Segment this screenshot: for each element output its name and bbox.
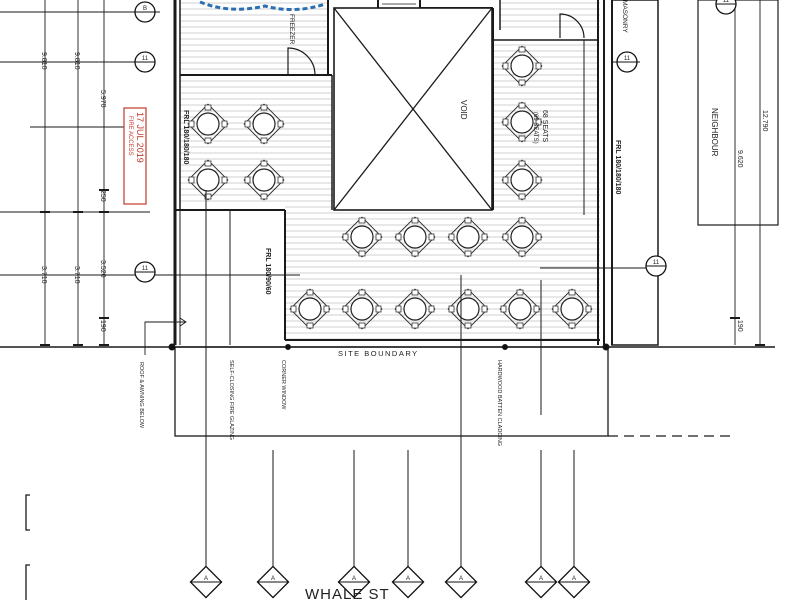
grid-marker xyxy=(645,255,667,277)
neighbour-label: NEIGHBOUR xyxy=(710,108,719,157)
frl-label-3: FRL 180/90/60 xyxy=(264,248,271,295)
grid-marker xyxy=(134,51,156,73)
dim-left-outer-2: 3.710 xyxy=(40,266,47,284)
pool-outline xyxy=(199,0,326,11)
grid-marker-label: A xyxy=(539,576,543,582)
dim-left-inner-2: 250 xyxy=(99,190,106,202)
hardwood-label: HARDWOOD BATTEN CLADDING xyxy=(496,360,502,446)
doors xyxy=(287,13,585,76)
grid-marker-label: A xyxy=(572,576,576,582)
leader-arrow xyxy=(144,321,185,355)
dim-left-inner-1: 5.970 xyxy=(99,90,106,108)
seats-label: 68 SEATS xyxy=(541,110,548,142)
grid-marker xyxy=(557,565,591,599)
dim-left-inner-4: 190 xyxy=(99,320,106,332)
grid-marker xyxy=(134,261,156,283)
glazing-label: SELF-CLOSING FIRE GLAZING xyxy=(228,360,234,440)
dim-right-inner-1: 9.620 xyxy=(736,150,743,168)
grid-marker xyxy=(256,565,290,599)
stamp-sub: FIRE ACCESS xyxy=(127,116,133,156)
dim-left-mid-1: 9.810 xyxy=(73,52,80,70)
grid-marker xyxy=(391,565,425,599)
street-label: WHALE ST xyxy=(305,586,390,600)
grid-marker-label: A xyxy=(406,576,410,582)
freezer-label: FREEZER xyxy=(288,14,295,45)
void xyxy=(333,7,493,211)
grid-marker-label: 11 xyxy=(723,0,730,4)
seats-sub-label: (69 SEATS) xyxy=(532,112,538,144)
grid-marker-label: A xyxy=(352,576,356,582)
dim-right-outer: 12.790 xyxy=(761,110,768,132)
dimension-lines xyxy=(0,0,765,346)
grid-marker-label: A xyxy=(204,576,208,582)
masonry-label: MASONRY xyxy=(621,0,628,33)
grid-marker xyxy=(524,565,558,599)
dim-left-outer-1: 9.810 xyxy=(40,52,47,70)
roof-awning-label: ROOF & AWNING BELOW xyxy=(138,362,144,429)
site-boundary xyxy=(0,343,775,437)
grid-marker-label: 11 xyxy=(653,260,660,266)
grid-marker xyxy=(444,565,478,599)
scale-bar xyxy=(25,494,30,600)
walls xyxy=(173,0,779,346)
dim-left-mid-2: 3.710 xyxy=(73,266,80,284)
stamp-date: 17 JUL 2019 xyxy=(135,112,145,163)
dim-left-inner-3: 3.520 xyxy=(99,260,106,278)
grid-marker-label: B xyxy=(143,6,147,12)
site-boundary-label: SITE BOUNDARY xyxy=(338,349,419,358)
frl-label-2: FRL 180/180/180 xyxy=(614,140,621,194)
date-stamp: 17 JUL 2019 FIRE ACCESS xyxy=(123,107,147,205)
frl-label-1: FRL 180/180/180 xyxy=(182,110,189,164)
grid-marker-label: 11 xyxy=(624,56,631,62)
grid-marker xyxy=(616,51,638,73)
grid-marker-label: A xyxy=(459,576,463,582)
void-label: VOID xyxy=(459,100,468,120)
grid-marker-label: A xyxy=(271,576,275,582)
grid-marker-label: 11 xyxy=(142,56,149,62)
grid-marker xyxy=(134,1,156,23)
grid-marker xyxy=(189,565,223,599)
grid-marker-label: 11 xyxy=(142,266,149,272)
corner-window-label: CORNER WINDOW xyxy=(280,360,286,410)
grid-lines-bottom xyxy=(205,190,575,572)
dim-right-inner-2: 190 xyxy=(736,320,743,332)
